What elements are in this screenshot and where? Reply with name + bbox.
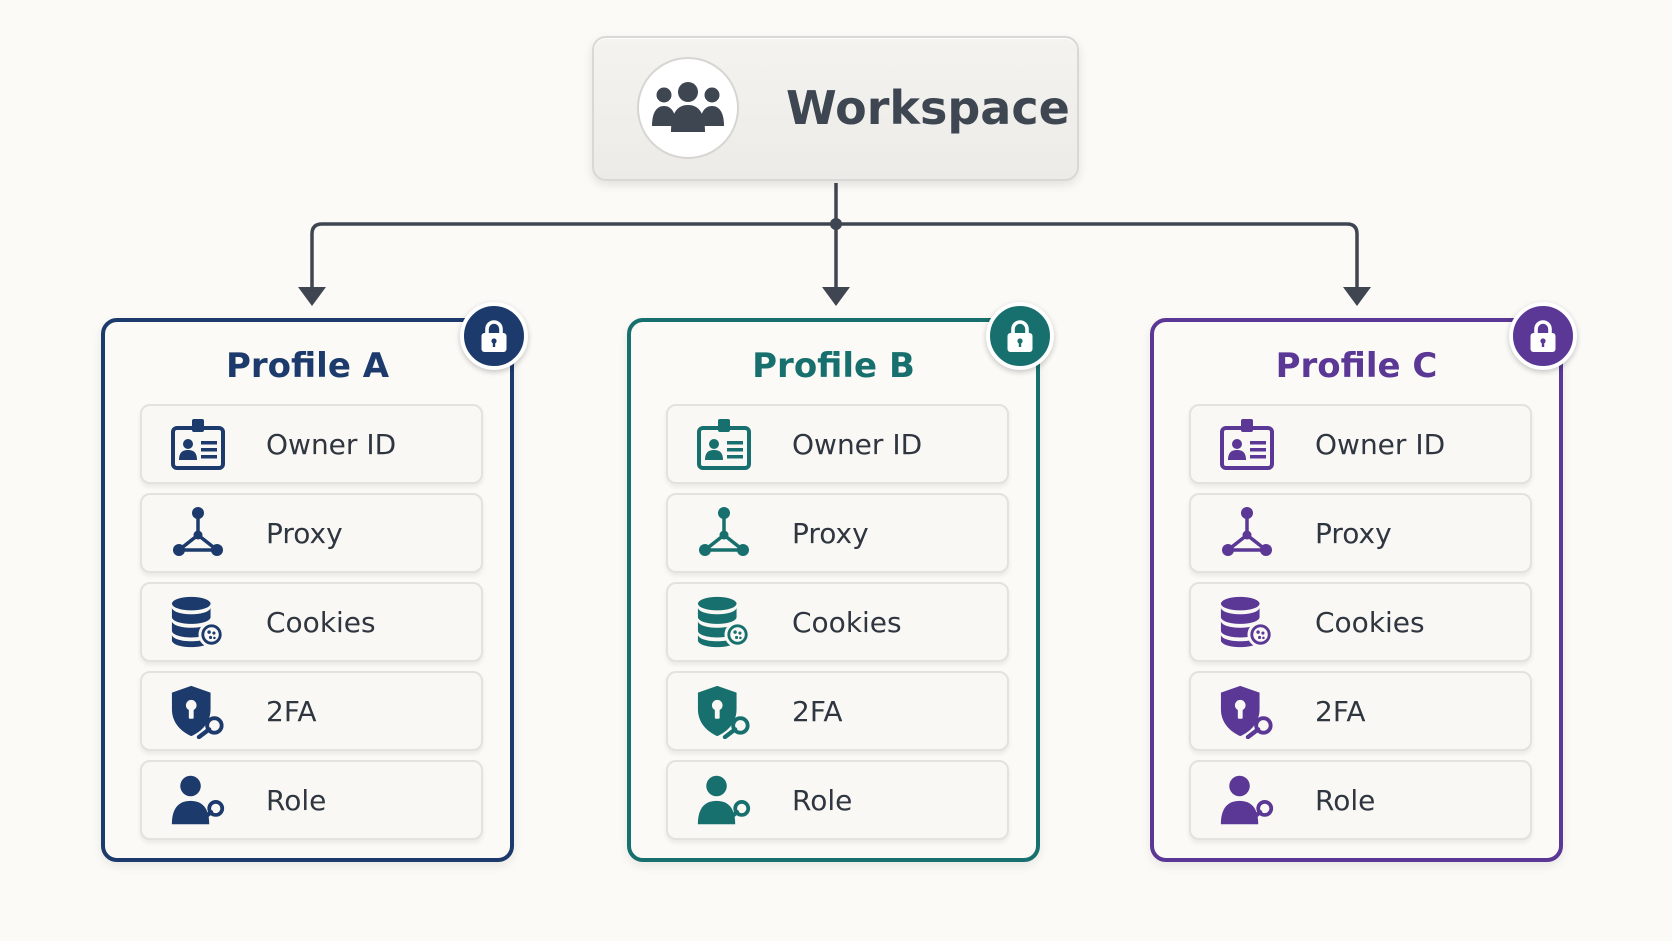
user-key-icon bbox=[1219, 774, 1275, 826]
shield-key-icon bbox=[696, 685, 752, 739]
profile-item[interactable]: 2FA bbox=[1189, 671, 1532, 751]
profile-item[interactable]: 2FA bbox=[140, 671, 483, 751]
arrowhead-a bbox=[298, 287, 326, 306]
workspace-title: Workspace bbox=[786, 81, 1070, 135]
cookie-database-icon bbox=[170, 596, 226, 648]
profile-item[interactable]: Role bbox=[140, 760, 483, 840]
profile-item[interactable]: 2FA bbox=[666, 671, 1009, 751]
network-nodes-icon bbox=[170, 507, 226, 559]
profile-item-label: Role bbox=[1315, 784, 1376, 817]
profile-item[interactable]: Owner ID bbox=[666, 404, 1009, 484]
connector-junction bbox=[830, 218, 842, 230]
profile-item-list: Owner ID Proxy Cookies 2FA Role bbox=[140, 404, 483, 849]
shield-key-icon bbox=[1219, 685, 1275, 739]
network-nodes-icon bbox=[696, 507, 752, 559]
user-key-icon bbox=[696, 774, 752, 826]
profile-item[interactable]: Proxy bbox=[1189, 493, 1532, 573]
profile-item-label: Proxy bbox=[792, 517, 869, 550]
profile-item-list: Owner ID Proxy Cookies 2FA Role bbox=[1189, 404, 1532, 849]
profile-item[interactable]: Cookies bbox=[666, 582, 1009, 662]
lock-icon bbox=[986, 302, 1054, 370]
profile-item-label: Role bbox=[792, 784, 853, 817]
profile-title: Profile C bbox=[1275, 346, 1438, 386]
profile-item-label: Cookies bbox=[1315, 606, 1425, 639]
user-key-icon bbox=[170, 774, 226, 826]
profile-item-label: Owner ID bbox=[1315, 428, 1446, 461]
arrowhead-b bbox=[822, 287, 850, 306]
id-card-icon bbox=[170, 418, 226, 470]
profile-item[interactable]: Owner ID bbox=[140, 404, 483, 484]
profile-item[interactable]: Cookies bbox=[1189, 582, 1532, 662]
users-group-icon bbox=[637, 57, 739, 159]
cookie-database-icon bbox=[696, 596, 752, 648]
profile-item-label: Proxy bbox=[1315, 517, 1392, 550]
profile-item-label: Role bbox=[266, 784, 327, 817]
id-card-icon bbox=[696, 418, 752, 470]
profile-item[interactable]: Proxy bbox=[666, 493, 1009, 573]
connector-branch-a bbox=[310, 222, 836, 290]
lock-icon bbox=[1509, 302, 1577, 370]
profile-item-list: Owner ID Proxy Cookies 2FA Role bbox=[666, 404, 1009, 849]
profile-item-label: Proxy bbox=[266, 517, 343, 550]
profile-item[interactable]: Role bbox=[1189, 760, 1532, 840]
id-card-icon bbox=[1219, 418, 1275, 470]
profile-item[interactable]: Role bbox=[666, 760, 1009, 840]
arrowhead-c bbox=[1343, 287, 1371, 306]
profile-title: Profile B bbox=[752, 346, 915, 386]
profile-item[interactable]: Owner ID bbox=[1189, 404, 1532, 484]
profile-item[interactable]: Cookies bbox=[140, 582, 483, 662]
profile-item-label: Owner ID bbox=[266, 428, 397, 461]
workspace-node: Workspace bbox=[592, 36, 1079, 181]
cookie-database-icon bbox=[1219, 596, 1275, 648]
profile-c-card: Profile C Owner ID Proxy Cookies 2FA Rol… bbox=[1150, 302, 1577, 862]
profile-item-label: Cookies bbox=[792, 606, 902, 639]
profile-b-card: Profile B Owner ID Proxy Cookies 2FA Rol… bbox=[627, 302, 1054, 862]
profile-a-card: Profile A Owner ID Proxy Cookies 2FA Rol… bbox=[101, 302, 528, 862]
profile-item-label: Cookies bbox=[266, 606, 376, 639]
shield-key-icon bbox=[170, 685, 226, 739]
profile-item-label: Owner ID bbox=[792, 428, 923, 461]
profile-item[interactable]: Proxy bbox=[140, 493, 483, 573]
lock-icon bbox=[460, 302, 528, 370]
network-nodes-icon bbox=[1219, 507, 1275, 559]
connector-branch-c bbox=[836, 222, 1359, 290]
profile-item-label: 2FA bbox=[792, 695, 843, 728]
profile-item-label: 2FA bbox=[266, 695, 317, 728]
profile-item-label: 2FA bbox=[1315, 695, 1366, 728]
profile-title: Profile A bbox=[225, 346, 390, 386]
